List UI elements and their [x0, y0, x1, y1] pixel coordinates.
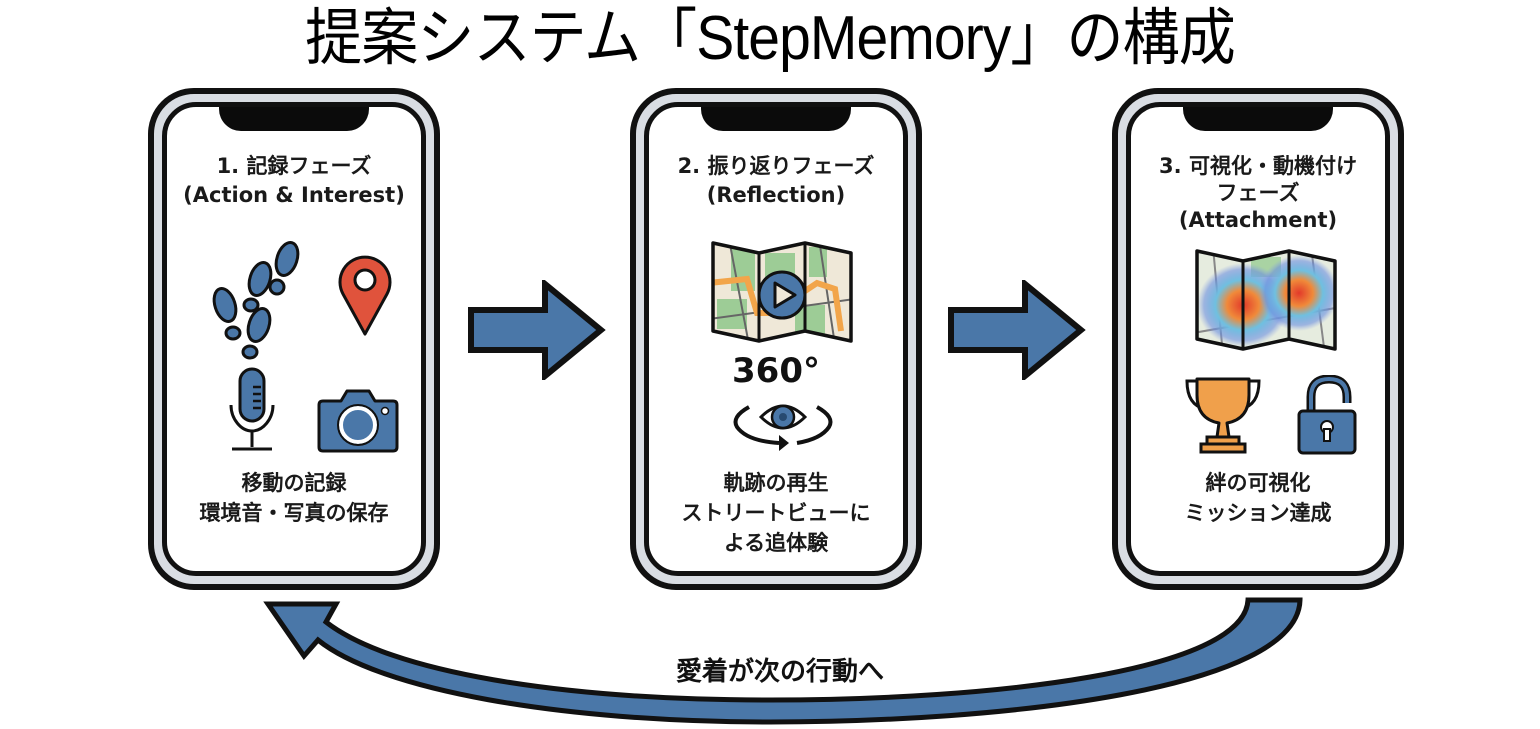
phone-reflection-phase: 2. 振り返りフェーズ (Reflection) [630, 88, 922, 590]
phone-notch [1183, 107, 1333, 131]
phone-screen: 2. 振り返りフェーズ (Reflection) [644, 102, 908, 576]
microphone-icon [229, 367, 275, 451]
phase-subtitle: (Reflection) [706, 183, 846, 207]
phone-screen: 3. 可視化・動機付け フェーズ (Attachment) [1126, 102, 1390, 576]
360-view-eye-icon [733, 404, 833, 451]
footprints-icon [212, 241, 300, 360]
location-pin-icon [338, 255, 392, 336]
phase-description: ミッション達成 [1184, 501, 1332, 525]
phase-title: 1. 記録フェーズ [216, 154, 372, 178]
360-label: 360° [732, 351, 820, 391]
loop-label: 愛着が次の行動へ [675, 657, 884, 687]
map-play-icon [711, 241, 853, 343]
phase-subtitle: (Attachment) [1178, 208, 1338, 232]
phase-description: 絆の可視化 [1205, 471, 1311, 495]
phase-description: よる追体験 [723, 531, 829, 555]
camera-icon [317, 389, 399, 453]
diagram-title: 提案システム「StepMemory」の構成 [305, 4, 1236, 73]
phone-screen: 1. 記録フェーズ (Action & Interest) [162, 102, 426, 576]
phase-title: 3. 可視化・動機付け [1159, 154, 1357, 178]
trophy-icon [1185, 377, 1261, 454]
phase-title: 2. 振り返りフェーズ [677, 154, 875, 178]
phone-attachment-phase: 3. 可視化・動機付け フェーズ (Attachment) [1112, 88, 1404, 590]
phase-description: 環境音・写真の保存 [199, 501, 389, 525]
phase-title-cont: フェーズ [1216, 181, 1300, 205]
heatmap-icon [1195, 249, 1337, 351]
phone-notch [701, 107, 851, 131]
unlock-icon [1297, 375, 1357, 455]
arrow-right-icon [948, 280, 1086, 380]
phase-subtitle: (Action & Interest) [183, 183, 405, 207]
phone-notch [219, 107, 369, 131]
phase-description: 軌跡の再生 [723, 471, 829, 495]
arrow-right-icon [468, 280, 606, 380]
phase-description: 移動の記録 [241, 471, 347, 495]
phase-description: ストリートビューに [681, 501, 871, 525]
phone-record-phase: 1. 記録フェーズ (Action & Interest) [148, 88, 440, 590]
